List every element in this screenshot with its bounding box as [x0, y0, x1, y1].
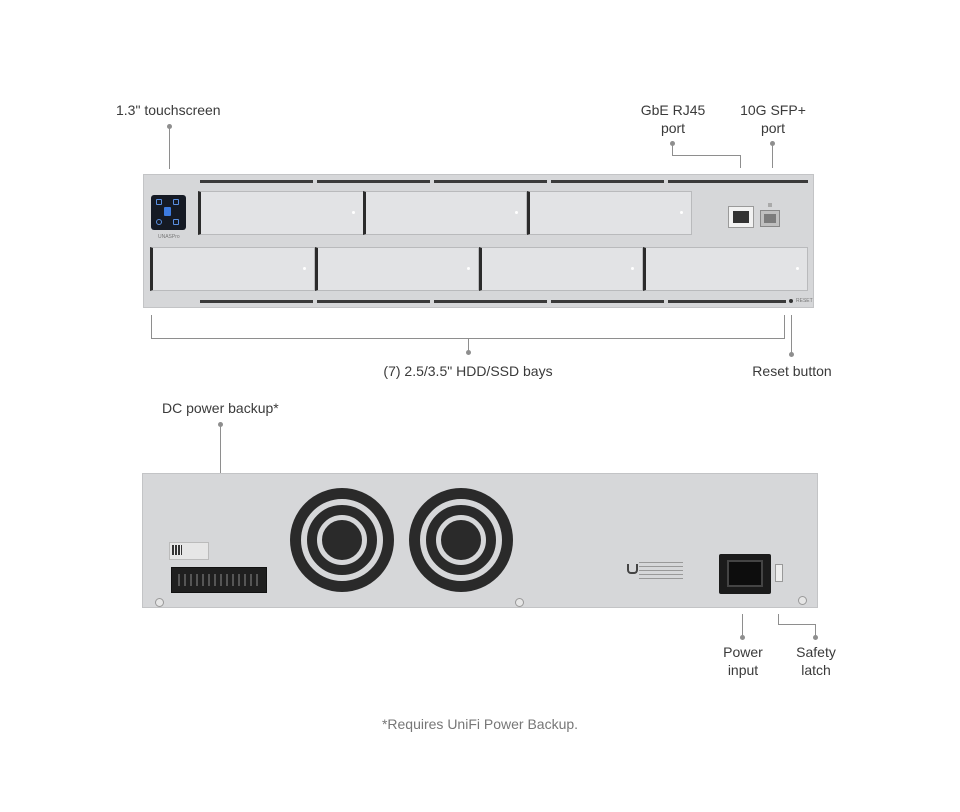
sfp-leader — [772, 144, 773, 168]
screen-icon-center — [164, 207, 171, 216]
bay-led — [303, 267, 306, 270]
sfp-led — [768, 203, 772, 207]
bay-led — [352, 211, 355, 214]
power-input[interactable] — [719, 554, 771, 594]
screw-icon — [798, 596, 807, 605]
regulatory-text-block — [639, 562, 683, 582]
drive-bay-2[interactable] — [363, 191, 527, 235]
dc-backup-label: DC power backup* — [162, 400, 279, 416]
rj45-port[interactable] — [728, 206, 754, 228]
touchscreen[interactable] — [151, 195, 186, 230]
rj45-label: GbE RJ45 port — [638, 101, 708, 137]
bays-bracket-stem — [468, 338, 469, 351]
power-leader-dot — [740, 635, 745, 640]
footnote: *Requires UniFi Power Backup. — [381, 716, 579, 732]
bays-bracket-dot — [466, 350, 471, 355]
rear-panel — [142, 473, 818, 608]
top-rail-5 — [668, 180, 808, 183]
fan-right — [409, 488, 513, 592]
fan-hub — [317, 515, 367, 565]
reset-label: Reset button — [752, 363, 832, 379]
bays-label: (7) 2.5/3.5" HDD/SSD bays — [383, 363, 553, 379]
top-rail-4 — [551, 180, 664, 183]
power-leader — [742, 614, 743, 636]
latch-label-line1: Safety — [796, 644, 836, 660]
sfp-leader-dot — [770, 141, 775, 146]
latch-label: Safety latch — [786, 643, 846, 679]
sfp-cage — [764, 214, 776, 223]
latch-leader-h — [778, 624, 816, 625]
top-rail-2 — [317, 180, 430, 183]
power-label: Power input — [712, 643, 774, 679]
screw-icon — [515, 598, 524, 607]
screen-icon-3 — [156, 219, 162, 225]
bays-bracket-left — [151, 315, 152, 339]
power-input-socket — [727, 560, 763, 587]
drive-bay-4[interactable] — [150, 247, 315, 291]
reset-leader-dot — [789, 352, 794, 357]
sfp-label: 10G SFP+ port — [737, 101, 809, 137]
dc-backup-leader-dot — [218, 422, 223, 427]
bay-led — [515, 211, 518, 214]
bottom-rail-1 — [200, 300, 313, 303]
rj45-leader-dot — [670, 141, 675, 146]
rj45-socket — [733, 211, 749, 223]
touchscreen-leader-dot — [167, 124, 172, 129]
bay-led — [680, 211, 683, 214]
qr-code-icon — [172, 545, 182, 555]
bay-led — [796, 267, 799, 270]
rj45-label-line1: GbE RJ45 — [640, 102, 706, 118]
sfp-label-line2: port — [760, 120, 786, 136]
front-panel: UNASPro RESET — [143, 174, 814, 308]
model-tag: UNASPro — [158, 234, 180, 240]
bay-led — [631, 267, 634, 270]
fan-hub — [436, 515, 486, 565]
qr-sticker — [169, 542, 209, 560]
bottom-rail-5 — [668, 300, 786, 303]
screen-icon-1 — [156, 199, 162, 205]
touchscreen-leader — [169, 127, 170, 169]
screen-icon-4 — [173, 219, 179, 225]
power-label-line1: Power — [723, 644, 763, 660]
reset-button[interactable] — [789, 299, 793, 303]
top-rail-1 — [200, 180, 313, 183]
bottom-rail-2 — [317, 300, 430, 303]
fan-left — [290, 488, 394, 592]
touchscreen-label: 1.3" touchscreen — [116, 102, 221, 118]
rj45-label-line2: port — [660, 120, 686, 136]
safety-latch[interactable] — [775, 564, 783, 582]
rj45-leader-v1 — [672, 144, 673, 156]
dc-connector-pins — [178, 574, 260, 586]
reset-leader — [791, 315, 792, 353]
drive-bay-5[interactable] — [315, 247, 479, 291]
drive-bay-1[interactable] — [198, 191, 364, 235]
fan-grille-ring — [420, 499, 502, 581]
fan-grille-ring — [301, 499, 383, 581]
latch-leader-dot — [813, 635, 818, 640]
drive-bay-6[interactable] — [479, 247, 643, 291]
sfp-label-line1: 10G SFP+ — [740, 102, 806, 118]
sfp-port[interactable] — [760, 210, 780, 227]
bay-led — [467, 267, 470, 270]
dc-power-connector[interactable] — [171, 567, 267, 593]
ubiquiti-logo-icon — [627, 564, 638, 574]
rj45-leader-v2 — [740, 155, 741, 168]
screen-icon-2 — [173, 199, 179, 205]
bays-bracket-right — [784, 315, 785, 339]
reset-tag: RESET — [796, 298, 813, 304]
drive-bay-3[interactable] — [527, 191, 692, 235]
bottom-rail-3 — [434, 300, 547, 303]
rj45-leader-h — [672, 155, 741, 156]
latch-label-line2: latch — [801, 662, 831, 678]
power-label-line2: input — [727, 662, 759, 678]
bottom-rail-4 — [551, 300, 664, 303]
latch-leader-v2 — [815, 624, 816, 636]
top-rail-3 — [434, 180, 547, 183]
drive-bay-7[interactable] — [643, 247, 808, 291]
screw-icon — [155, 598, 164, 607]
latch-leader-v1 — [778, 614, 779, 625]
